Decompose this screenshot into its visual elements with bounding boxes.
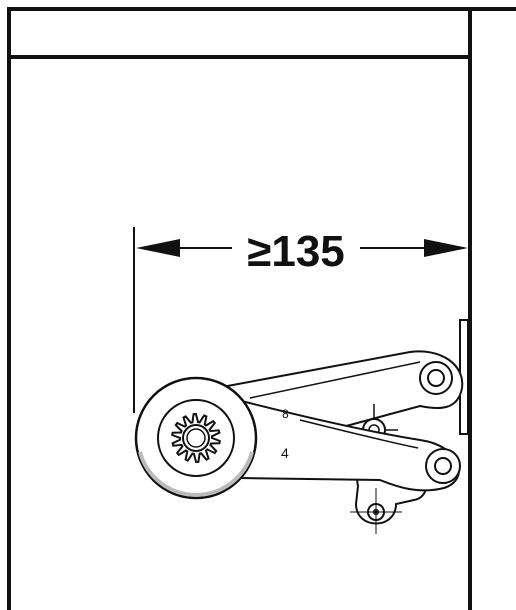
cabinet-frame <box>7 7 516 610</box>
spring-housing <box>134 376 258 500</box>
arrowhead-right-icon <box>424 239 468 257</box>
upper-arm-mark: 8 <box>282 407 289 421</box>
lower-arm-mark: 4 <box>281 445 289 461</box>
dimension: ≥135 <box>133 227 468 413</box>
dimension-label: ≥135 <box>247 227 345 276</box>
arrowhead-left-icon <box>136 239 180 257</box>
lower-arm <box>228 396 461 492</box>
